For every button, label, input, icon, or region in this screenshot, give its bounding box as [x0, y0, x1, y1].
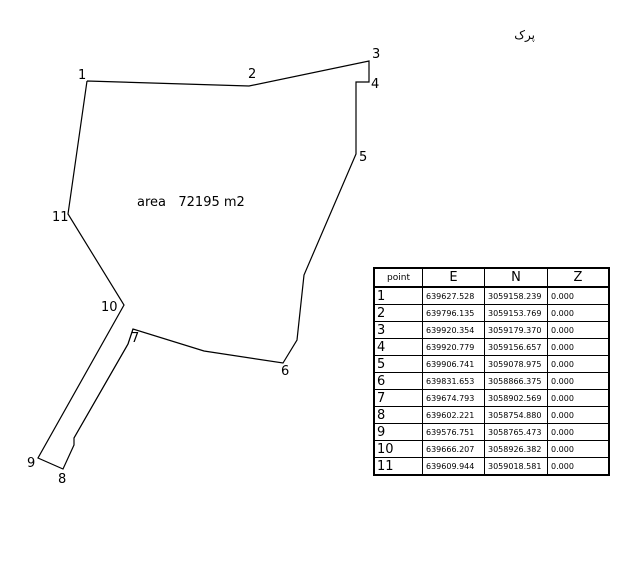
cell-point: 6 — [373, 372, 423, 390]
cell-point: 10 — [373, 440, 423, 458]
cell-n: 3059156.657 — [484, 338, 548, 356]
cell-z: 0.000 — [547, 423, 610, 441]
cell-point: 9 — [373, 423, 423, 441]
header-e: E — [422, 267, 485, 288]
cell-n: 3058926.382 — [484, 440, 548, 458]
cell-e: 639674.793 — [422, 389, 485, 407]
cell-z: 0.000 — [547, 406, 610, 424]
vertex-label-1: 1 — [78, 68, 86, 83]
cell-z: 0.000 — [547, 304, 610, 322]
cell-point: 5 — [373, 355, 423, 373]
header-z: Z — [547, 267, 610, 288]
vertex-label-4: 4 — [371, 77, 379, 92]
cell-z: 0.000 — [547, 372, 610, 390]
cell-e: 639796.135 — [422, 304, 485, 322]
parcel-inner-edge — [73, 328, 134, 445]
vertex-label-3: 3 — [372, 47, 380, 62]
cell-z: 0.000 — [547, 355, 610, 373]
cell-z: 0.000 — [547, 321, 610, 339]
vertex-label-7: 7 — [131, 331, 139, 346]
cell-z: 0.000 — [547, 457, 610, 476]
cell-n: 3058902.569 — [484, 389, 548, 407]
cell-point: 8 — [373, 406, 423, 424]
cell-z: 0.000 — [547, 286, 610, 305]
cell-n: 3059158.239 — [484, 286, 548, 305]
cell-z: 0.000 — [547, 338, 610, 356]
cell-e: 639666.207 — [422, 440, 485, 458]
vertex-label-8: 8 — [58, 472, 66, 487]
cell-e: 639602.221 — [422, 406, 485, 424]
cell-n: 3059179.370 — [484, 321, 548, 339]
cell-point: 11 — [373, 457, 423, 476]
area-label: area 72195 m2 — [137, 195, 245, 210]
table-header-row: point E N Z — [373, 267, 610, 288]
cell-point: 2 — [373, 304, 423, 322]
header-point: point — [373, 267, 423, 288]
vertex-label-6: 6 — [281, 364, 289, 379]
cell-point: 4 — [373, 338, 423, 356]
vertex-label-9: 9 — [27, 456, 35, 471]
parcel-title: پرک — [514, 28, 535, 43]
vertex-label-5: 5 — [359, 150, 367, 165]
cell-e: 639627.528 — [422, 286, 485, 305]
cell-e: 639831.653 — [422, 372, 485, 390]
cell-e: 639920.354 — [422, 321, 485, 339]
cell-z: 0.000 — [547, 440, 610, 458]
cell-n: 3058754.880 — [484, 406, 548, 424]
cell-e: 639906.741 — [422, 355, 485, 373]
vertex-label-10: 10 — [101, 300, 118, 315]
cell-point: 7 — [373, 389, 423, 407]
parcel-boundary — [37, 60, 370, 470]
header-n: N — [484, 267, 548, 288]
vertex-label-2: 2 — [248, 67, 256, 82]
cell-n: 3059078.975 — [484, 355, 548, 373]
cell-point: 1 — [373, 286, 423, 305]
cell-point: 3 — [373, 321, 423, 339]
cell-e: 639576.751 — [422, 423, 485, 441]
cell-e: 639609.944 — [422, 457, 485, 476]
cell-n: 3059018.581 — [484, 457, 548, 476]
vertex-label-11: 11 — [52, 210, 69, 225]
cell-n: 3058866.375 — [484, 372, 548, 390]
cell-n: 3058765.473 — [484, 423, 548, 441]
cell-z: 0.000 — [547, 389, 610, 407]
cell-n: 3059153.769 — [484, 304, 548, 322]
cell-e: 639920.779 — [422, 338, 485, 356]
